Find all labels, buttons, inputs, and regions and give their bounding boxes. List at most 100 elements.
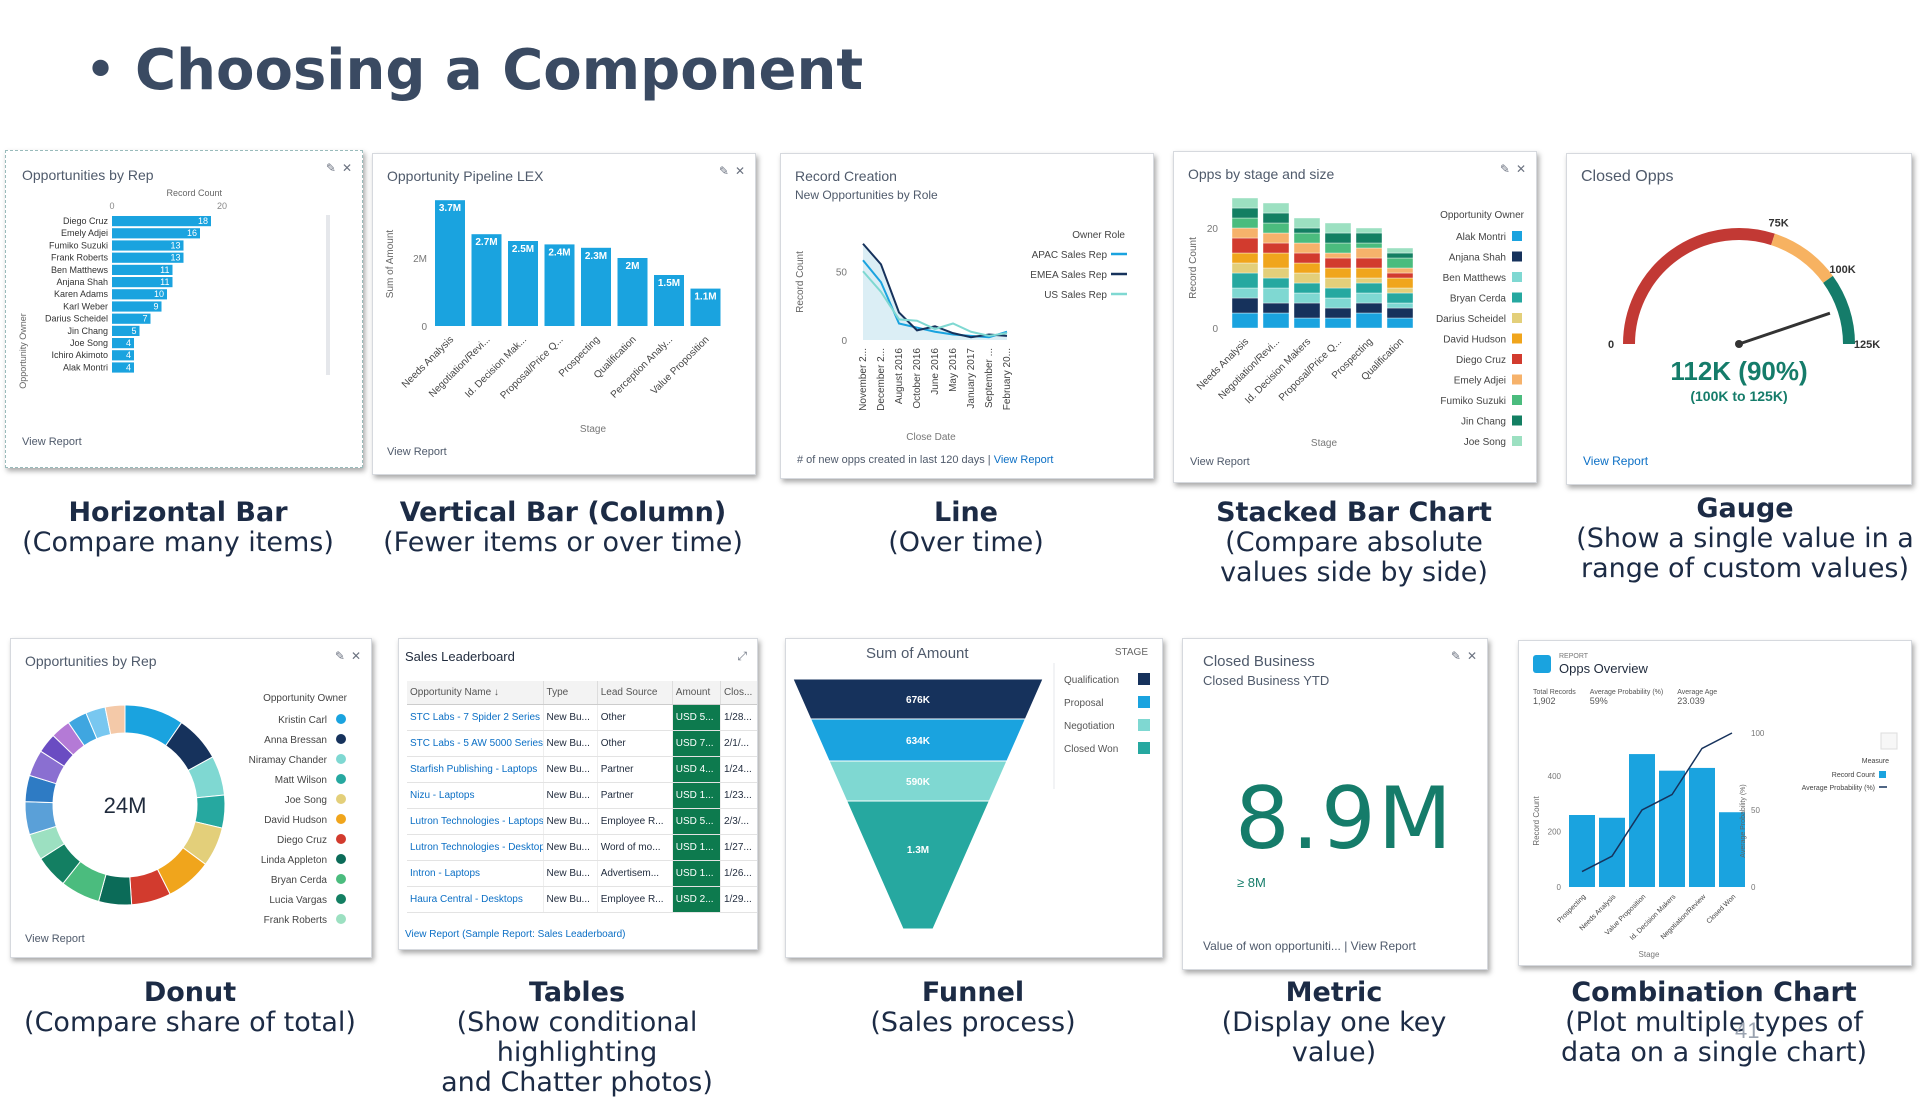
category-label: Emely Adjei	[61, 228, 108, 238]
card-subtitle: Closed Business YTD	[1203, 673, 1330, 688]
stack-segment	[1386, 307, 1414, 319]
table-cell: New Bu...	[543, 834, 598, 861]
view-report-link[interactable]: View Report	[25, 933, 85, 945]
pencil-icon[interactable]: ✎	[334, 649, 345, 663]
category-label: Ben Matthews	[51, 265, 109, 275]
gauge-range: (100K to 125K)	[1690, 388, 1788, 404]
table-cell: New Bu...	[543, 704, 598, 731]
stack-segment	[1324, 252, 1352, 259]
stack-segment	[1324, 267, 1352, 279]
x-tick-label: August 2016	[894, 348, 905, 405]
pencil-icon[interactable]: ✎	[718, 164, 729, 178]
bar	[112, 228, 200, 239]
tick-label: 50	[836, 267, 848, 278]
column-header[interactable]: Amount	[672, 681, 721, 705]
stack-segment	[1386, 277, 1414, 289]
table-cell: 1/29...	[720, 886, 757, 913]
table-cell[interactable]: STC Labs - 5 AW 5000 Series P...	[407, 730, 544, 757]
stack-segment	[1386, 247, 1414, 254]
table-row[interactable]: STC Labs - 7 Spider 2 Series La...New Bu…	[407, 704, 757, 731]
view-report-link[interactable]: View Report	[22, 436, 82, 448]
stack-segment	[1262, 202, 1290, 214]
close-icon[interactable]: ✕	[1515, 162, 1526, 176]
view-report-link[interactable]: View Report	[1190, 456, 1250, 468]
tick-label: 100	[1751, 729, 1765, 738]
category-label: Darius Scheidel	[45, 314, 108, 324]
table-cell[interactable]: Lutron Technologies - Desktops	[407, 834, 544, 861]
stack-segment	[1386, 302, 1414, 309]
table-row[interactable]: STC Labs - 5 AW 5000 Series P...New Bu..…	[407, 730, 757, 757]
category-label: Joe Song	[70, 338, 108, 348]
legend-swatch	[336, 714, 346, 724]
funnel-value: 1.3M	[907, 845, 929, 856]
x-axis-label: Stage	[580, 424, 607, 435]
column-header[interactable]: Lead Source	[597, 681, 673, 705]
view-report-link[interactable]: View Report	[1583, 454, 1649, 468]
bar	[581, 247, 611, 326]
table-cell[interactable]: Lutron Technologies - Laptops	[407, 808, 544, 835]
table-cell[interactable]: STC Labs - 7 Spider 2 Series La...	[407, 704, 544, 731]
pencil-icon[interactable]: ✎	[1499, 162, 1510, 176]
legend-label: Anna Bressan	[264, 735, 327, 746]
close-icon[interactable]: ✕	[341, 161, 352, 175]
close-icon[interactable]: ✕	[1466, 649, 1477, 663]
column-header[interactable]: Type	[543, 681, 598, 705]
card-title: Opportunities by Rep	[25, 653, 157, 669]
metric-card[interactable]: Closed Business Closed Business YTD ✎✕ 8…	[1182, 638, 1488, 970]
close-icon[interactable]: ✕	[350, 649, 361, 663]
column-header[interactable]: Clos...	[720, 681, 757, 705]
table-cell[interactable]: Intron - Laptops	[407, 860, 544, 887]
pencil-icon[interactable]: ✎	[1450, 649, 1461, 663]
table-cell: 2/3/...	[720, 808, 757, 835]
bar	[1569, 815, 1595, 887]
stack-segment	[1324, 277, 1352, 289]
view-report-link[interactable]: View Report (Sample Report: Sales Leader…	[405, 929, 626, 940]
legend-label: US Sales Rep	[1044, 290, 1107, 301]
table-cell[interactable]: Haura Central - Desktops	[407, 886, 544, 913]
close-icon[interactable]: ✕	[734, 164, 745, 178]
view-report-link[interactable]: View Report	[993, 454, 1054, 466]
legend-swatch	[336, 894, 346, 904]
column-header[interactable]: Opportunity Name ↓	[407, 681, 544, 705]
legend-swatch	[336, 754, 346, 764]
card-footer[interactable]: Value of won opportuniti... | View Repor…	[1203, 939, 1416, 953]
line-chart-card[interactable]: Record Creation New Opportunities by Rol…	[780, 153, 1154, 479]
vertical-bar-card[interactable]: Opportunity Pipeline LEX ✎✕ Sum of Amoun…	[372, 153, 756, 475]
category-label: Proposal/Price Q...	[499, 334, 566, 401]
table-cell: New Bu...	[543, 756, 598, 783]
table-cell[interactable]: Nizu - Laptops	[407, 782, 544, 809]
card-footer: # of new opps created in last 120 days |…	[797, 454, 1054, 466]
category-label: Alak Montri	[63, 362, 108, 372]
stack-segment	[1293, 217, 1321, 229]
category-label: Frank Roberts	[51, 253, 109, 263]
bar	[508, 241, 538, 326]
stack-segment	[1293, 227, 1321, 234]
table-cell: New Bu...	[543, 860, 598, 887]
funnel-stage	[845, 800, 991, 930]
table-cell: 1/27...	[720, 834, 757, 861]
view-report-link[interactable]: View Report	[387, 446, 447, 458]
table-card[interactable]: Sales Leaderboard ⤢ Opportunity Name ↓Ty…	[398, 638, 758, 950]
pencil-icon[interactable]: ✎	[325, 161, 336, 175]
measure-label: Record Count	[166, 188, 222, 198]
table-cell[interactable]: Starfish Publishing - Laptops	[407, 756, 544, 783]
stack-segment	[1355, 267, 1383, 279]
expand-icon[interactable]: ⤢	[737, 649, 747, 663]
bar	[112, 277, 173, 288]
data-label: 1.1M	[694, 292, 716, 303]
